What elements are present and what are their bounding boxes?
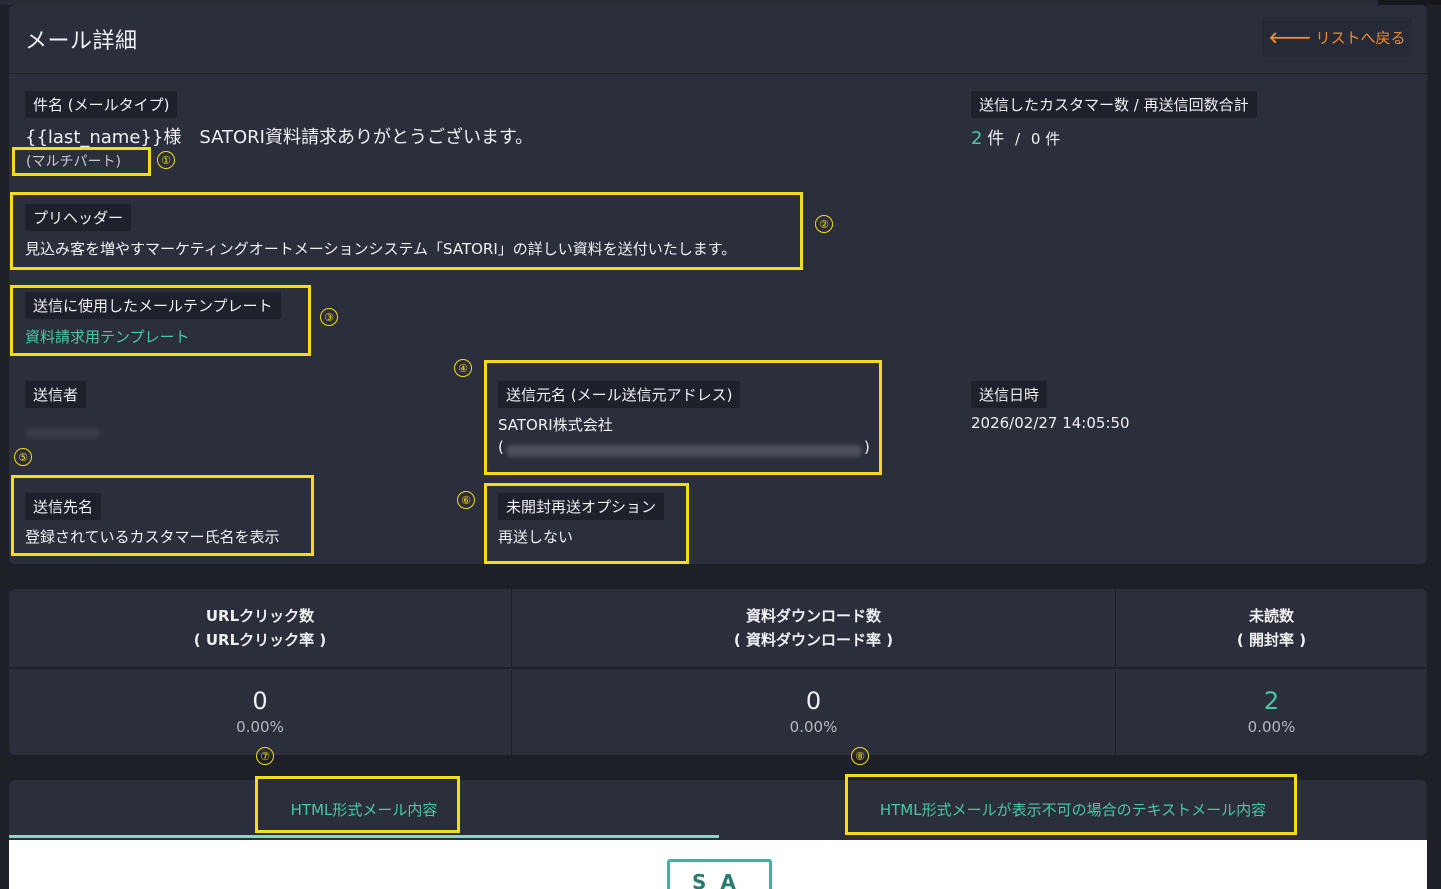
annotation-number-5: ⑤: [14, 448, 32, 466]
customer-count-unit: 件: [987, 129, 1005, 149]
stats-panel: URLクリック数 ( URLクリック率 ) 資料ダウンロード数 ( 資料ダウンロ…: [9, 589, 1427, 755]
sent-count-label: 送信したカスタマー数 / 再送信回数合計: [971, 91, 1257, 118]
top-strip: [0, 0, 1441, 5]
stat-header-line2: ( 開封率 ): [1236, 631, 1307, 649]
annotation-box-6: [484, 483, 689, 564]
annotation-number-3: ③: [320, 308, 338, 326]
subject-value: {{last_name}}様 SATORI資料請求ありがとうございます。: [25, 127, 534, 148]
resend-option-value: 再送しない: [498, 528, 574, 546]
from-name-value: SATORI株式会社: [498, 416, 613, 434]
sender-value-redacted: [25, 428, 100, 438]
stat-header-line2: ( 資料ダウンロード率 ): [733, 631, 894, 649]
sent-at-value: 2026/02/27 14:05:50: [971, 414, 1130, 432]
from-name-label: 送信元名 (メール送信元アドレス): [498, 381, 741, 408]
from-address-close: ): [864, 438, 870, 456]
annotation-box-8: [845, 774, 1297, 835]
resend-count-unit: 件: [1045, 130, 1061, 148]
stat-header-line1: URLクリック数: [205, 607, 315, 625]
stat-value-url-click: 0 0.00%: [9, 671, 512, 755]
customer-count[interactable]: 2: [971, 128, 983, 149]
subject-label: 件名 (メールタイプ): [25, 91, 178, 118]
annotation-box-2: [10, 192, 803, 270]
tab-text-content[interactable]: HTML形式メールが表示不可の場合のテキストメール内容: [719, 780, 1427, 838]
annotation-number-1: ①: [157, 151, 175, 169]
stat-header-line2: ( URLクリック率 ): [193, 631, 327, 649]
satori-logo: SA: [667, 859, 772, 889]
annotation-number-2: ②: [815, 215, 833, 233]
sent-count-value: 2 件 / 0 件: [971, 124, 1060, 149]
stat-header-line1: 資料ダウンロード数: [745, 607, 881, 625]
stat-header-unread: 未読数 ( 開封率 ): [1116, 589, 1427, 669]
template-link[interactable]: 資料請求用テンプレート: [25, 328, 190, 346]
mail-preview: SA: [9, 840, 1427, 889]
annotation-number-8: ⑧: [851, 747, 869, 765]
stat-header-line1: 未読数: [1248, 607, 1294, 625]
preheader-label: プリヘッダー: [25, 204, 132, 231]
sent-at-label: 送信日時: [971, 381, 1048, 408]
resend-count: 0: [1030, 130, 1041, 148]
stat-count: 0: [805, 687, 822, 715]
annotation-number-6: ⑥: [457, 491, 475, 509]
annotation-box-7: [255, 776, 460, 833]
annotation-box-4: [484, 360, 882, 475]
from-address-redacted: [506, 445, 862, 457]
stat-rate: 0.00%: [1247, 718, 1296, 736]
annotation-number-4: ④: [454, 359, 472, 377]
tab-label: HTML形式メールが表示不可の場合のテキストメール内容: [879, 800, 1267, 819]
stat-count: 0: [252, 687, 268, 715]
page-title: メール詳細: [25, 29, 138, 54]
annotation-box-3: [10, 285, 311, 356]
detail-header: メール詳細 🡐 リストへ戻る: [9, 5, 1427, 74]
count-separator: /: [1015, 130, 1021, 148]
tab-html-content[interactable]: HTML形式メール内容: [9, 780, 719, 838]
stat-value-download: 0 0.00%: [512, 671, 1116, 755]
annotation-box-1: [12, 147, 151, 176]
arrow-left-icon: 🡐: [1268, 28, 1312, 47]
stat-header-url-click: URLクリック数 ( URLクリック率 ): [9, 589, 512, 669]
content-tabs: HTML形式メール内容 HTML形式メールが表示不可の場合のテキストメール内容: [9, 780, 1427, 840]
annotation-number-7: ⑦: [256, 747, 274, 765]
tab-label: HTML形式メール内容: [290, 800, 438, 819]
stat-header-download: 資料ダウンロード数 ( 資料ダウンロード率 ): [512, 589, 1116, 669]
top-strip-dark: [1378, 0, 1441, 5]
sender-label: 送信者: [25, 381, 87, 408]
resend-option-label: 未開封再送オプション: [498, 493, 665, 520]
from-address-open: (: [498, 438, 504, 456]
recipient-name-label: 送信先名: [25, 493, 102, 520]
preheader-value: 見込み客を増やすマーケティングオートメーションシステム「SATORI」の詳しい資…: [25, 240, 737, 258]
stat-value-unread: 2 0.00%: [1116, 671, 1427, 755]
active-tab-indicator: [9, 835, 719, 838]
back-button-label: リストへ戻る: [1315, 28, 1406, 47]
template-label: 送信に使用したメールテンプレート: [25, 292, 281, 319]
mail-detail-panel: メール詳細 🡐 リストへ戻る: [9, 5, 1427, 564]
mail-type: (マルチパート): [26, 154, 121, 170]
stat-count-link[interactable]: 2: [1263, 687, 1280, 715]
recipient-name-value: 登録されているカスタマー氏名を表示: [25, 528, 280, 546]
stat-rate: 0.00%: [789, 718, 838, 736]
annotation-box-5: [11, 475, 314, 556]
back-to-list-button[interactable]: 🡐 リストへ戻る: [1262, 17, 1412, 57]
stat-rate: 0.00%: [236, 718, 284, 736]
